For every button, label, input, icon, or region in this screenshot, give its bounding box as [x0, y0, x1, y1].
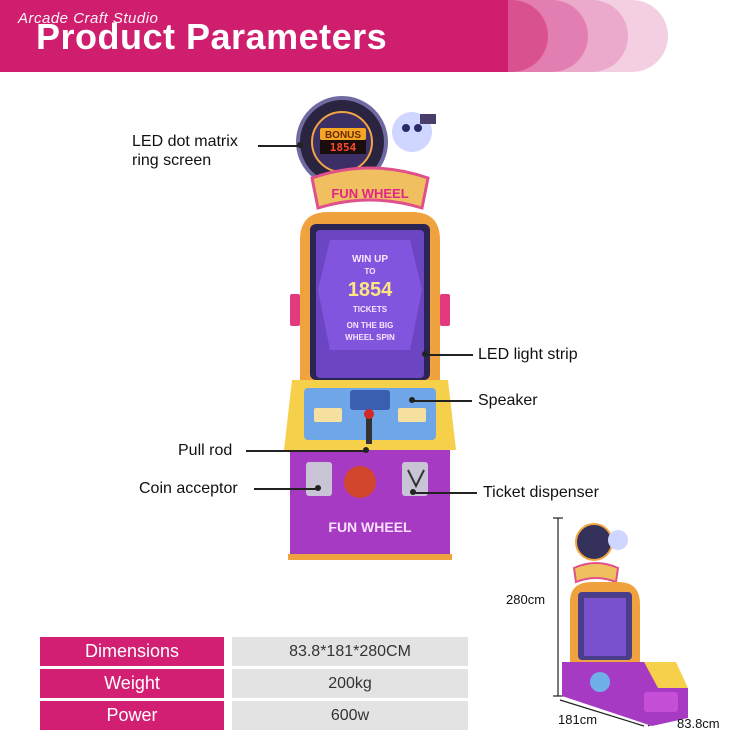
banner-main [0, 0, 508, 72]
callout-dot [315, 485, 321, 491]
screen-line: ON THE BIG [347, 321, 394, 330]
marquee-text: FUN WHEEL [331, 186, 408, 201]
screen-line: WHEEL SPIN [345, 333, 395, 342]
screen-line: 1854 [348, 279, 393, 301]
arcade-machine-image: BONUS 1854 FUN WHEEL WIN UP TO 1854 TICK… [284, 96, 456, 560]
brand-watermark: Arcade Craft Studio [18, 10, 159, 27]
callout-led-ring: LED dot matrix ring screen [132, 133, 238, 169]
callout-line [246, 450, 366, 452]
param-value: 83.8*181*280CM [232, 637, 468, 666]
param-value: 600w [232, 701, 468, 730]
screen-line: WIN UP [352, 254, 388, 265]
param-name: Dimensions [40, 637, 224, 666]
table-row: Weight 200kg [40, 669, 468, 698]
dimension-width: 181cm [558, 712, 598, 727]
callout-coin-acceptor: Coin acceptor [139, 480, 238, 497]
callout-led-strip: LED light strip [478, 346, 578, 363]
dimension-depth: 83.8cm [677, 716, 720, 731]
callout-line [254, 488, 318, 490]
callout-line [412, 400, 472, 402]
screen-line: TICKETS [353, 305, 388, 314]
screen-line: TO [365, 267, 376, 276]
dimension-height: 280cm [506, 592, 546, 607]
param-name: Power [40, 701, 224, 730]
header-banner: Arcade Craft Studio Product Parameters [0, 0, 750, 72]
table-row: Dimensions 83.8*181*280CM [40, 637, 468, 666]
bonus-value: 1854 [330, 141, 357, 154]
callout-line [413, 492, 477, 494]
callout-dot [409, 397, 415, 403]
callout-dot [363, 447, 369, 453]
cabinet-logo: FUN WHEEL [328, 519, 412, 535]
callout-line [258, 145, 300, 147]
callout-dot [410, 489, 416, 495]
param-value: 200kg [232, 669, 468, 698]
callout-dot [297, 142, 303, 148]
page-title: Product Parameters [36, 16, 388, 57]
callout-pull-rod: Pull rod [178, 442, 233, 459]
dimension-diagram [553, 517, 688, 727]
bonus-label: BONUS [325, 130, 361, 141]
params-table: Dimensions 83.8*181*280CM Weight 200kg P… [40, 634, 468, 733]
callout-dot [422, 351, 428, 357]
callout-ticket-dispenser: Ticket dispenser [483, 484, 599, 501]
callout-speaker: Speaker [478, 392, 538, 409]
table-row: Power 600w [40, 701, 468, 730]
callout-line [425, 354, 473, 356]
param-name: Weight [40, 669, 224, 698]
